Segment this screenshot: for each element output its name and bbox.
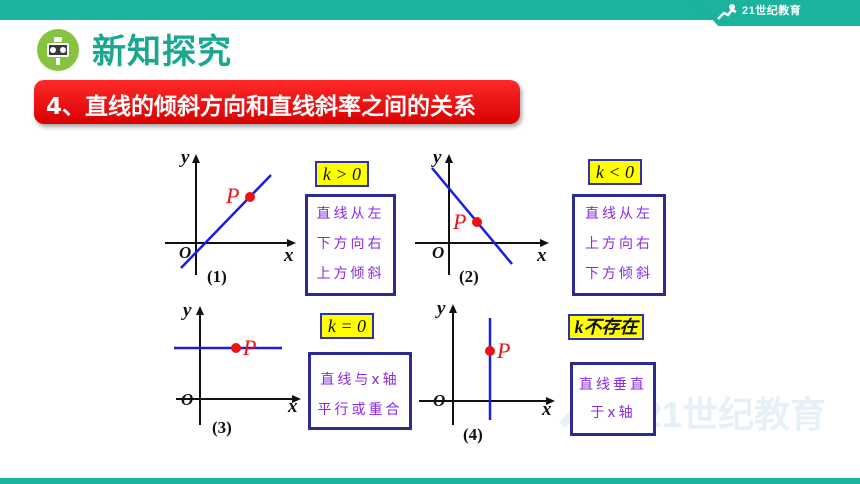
x-axis-label: x <box>287 396 298 417</box>
film-camera-icon <box>37 29 79 71</box>
point-p <box>485 346 495 356</box>
x-axis-label: x <box>536 245 547 266</box>
panel-1-graph: P y x O (1) <box>165 147 296 286</box>
x-axis-label: x <box>283 245 294 266</box>
point-p-label: P <box>225 183 239 208</box>
top-bar <box>0 0 860 20</box>
panel-2-graph: P y x O (2) <box>415 147 549 286</box>
x-axis-label: x <box>541 399 552 420</box>
watermark-logo-icon: 21世纪教育 <box>559 392 826 435</box>
description-box-4: 直线垂直 于x轴 <box>570 362 656 436</box>
description-box-1: 直线从左 下方向右 上方倾斜 <box>305 194 396 296</box>
line-negative-slope <box>431 167 513 265</box>
title-banner: 4、直线的倾斜方向和直线斜率之间的关系 <box>34 80 520 124</box>
panel-label: (2) <box>459 267 479 286</box>
banner-title: 4、直线的倾斜方向和直线斜率之间的关系 <box>46 94 477 120</box>
condition-k-undefined: k不存在 <box>568 314 644 340</box>
y-axis-label: y <box>181 300 192 321</box>
y-axis-label: y <box>431 147 442 168</box>
y-axis-label: y <box>435 298 446 319</box>
description-line: 平行或重合 <box>317 402 403 418</box>
condition-k-negative: k < 0 <box>588 159 642 185</box>
origin-label: O <box>432 243 444 262</box>
description-line: 直线从左 <box>316 206 385 222</box>
panel-3-graph: P y x O (3) <box>174 300 301 437</box>
brand-name: 21世纪教育 <box>742 5 802 17</box>
origin-label: O <box>179 243 191 262</box>
panel-4-graph: P y x O (4) <box>419 298 555 444</box>
panel-label: (4) <box>463 425 483 444</box>
description-line: 下方倾斜 <box>585 266 653 282</box>
point-p-label: P <box>452 209 466 234</box>
description-line: 上方向右 <box>585 236 653 252</box>
description-line: 上方倾斜 <box>316 266 385 282</box>
panel-label: (1) <box>207 267 227 286</box>
panel-label: (3) <box>212 418 232 437</box>
bottom-line <box>0 478 860 484</box>
line-positive-slope <box>180 174 272 269</box>
description-line: 下方向右 <box>316 236 385 252</box>
point-p <box>245 192 255 202</box>
description-box-2: 直线从左 上方向右 下方倾斜 <box>572 194 666 296</box>
point-p-label: P <box>242 335 256 360</box>
description-line: 直线从左 <box>585 206 653 222</box>
condition-k-positive: k > 0 <box>315 161 369 187</box>
description-line: 直线垂直 <box>579 377 647 393</box>
y-axis-label: y <box>179 147 190 168</box>
point-p <box>472 217 482 227</box>
origin-label: O <box>433 391 445 410</box>
description-box-3: 直线与x轴 平行或重合 <box>308 352 412 430</box>
point-p-label: P <box>496 338 510 363</box>
description-line: 于x轴 <box>590 405 636 421</box>
origin-label: O <box>181 390 193 409</box>
section-title: 新知探究 <box>92 32 232 72</box>
condition-k-zero: k = 0 <box>320 313 374 339</box>
description-line: 直线与x轴 <box>320 372 400 388</box>
svg-text:21世纪教育: 21世纪教育 <box>642 394 826 435</box>
runner-logo-icon <box>717 4 737 20</box>
point-p <box>231 343 241 353</box>
